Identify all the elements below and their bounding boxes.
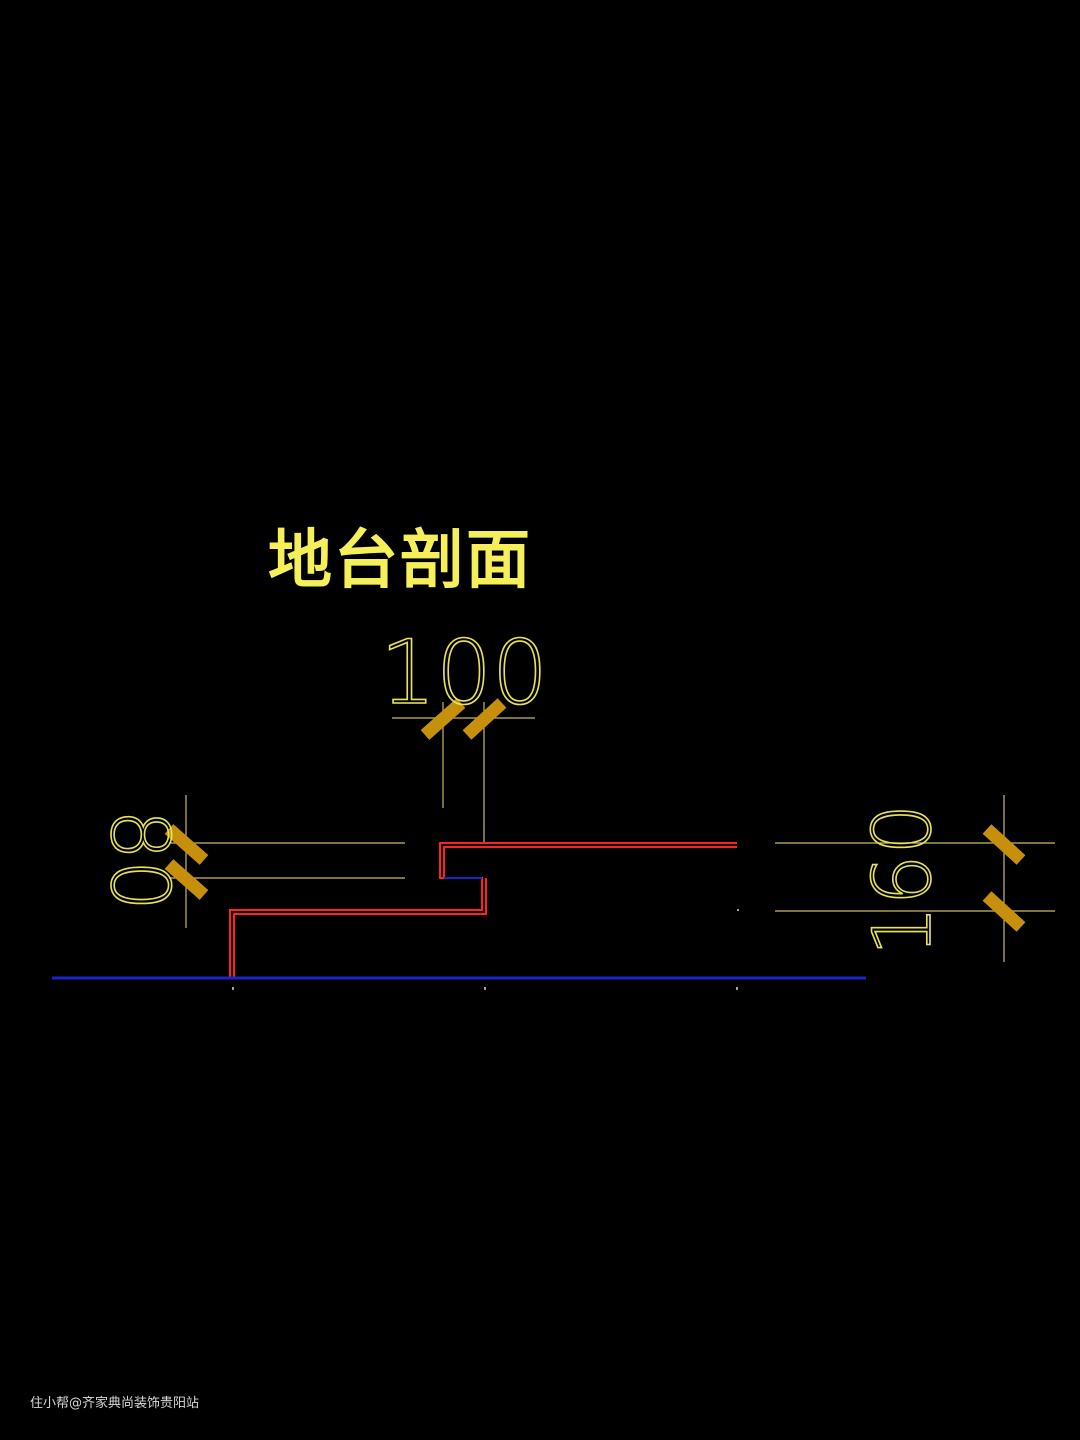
- drawing-title: 地台剖面: [268, 523, 532, 598]
- left-tick-top: [164, 824, 209, 865]
- top-dimension: 100: [379, 620, 549, 842]
- platform-profile: [229, 842, 737, 978]
- left-dimension: 80: [92, 795, 405, 928]
- top-dimension-label: 100: [380, 621, 548, 724]
- floor-reference-marks: [232, 909, 739, 990]
- profile-outer-line: [229, 842, 737, 978]
- right-tick-bottom: [982, 891, 1026, 932]
- left-tick-bottom: [164, 859, 209, 900]
- watermark-text: 住小帮@齐家典尚装饰贵阳站: [30, 1396, 200, 1411]
- left-dimension-label: 80: [93, 809, 186, 911]
- profile-top-inner-line: [443, 846, 737, 878]
- right-dimension-label: 160: [856, 804, 949, 957]
- top-tick-right: [462, 698, 507, 740]
- right-dimension: 160: [775, 795, 1055, 962]
- profile-inner-line: [233, 878, 487, 978]
- top-tick-left: [420, 698, 466, 740]
- right-tick-top: [982, 824, 1026, 865]
